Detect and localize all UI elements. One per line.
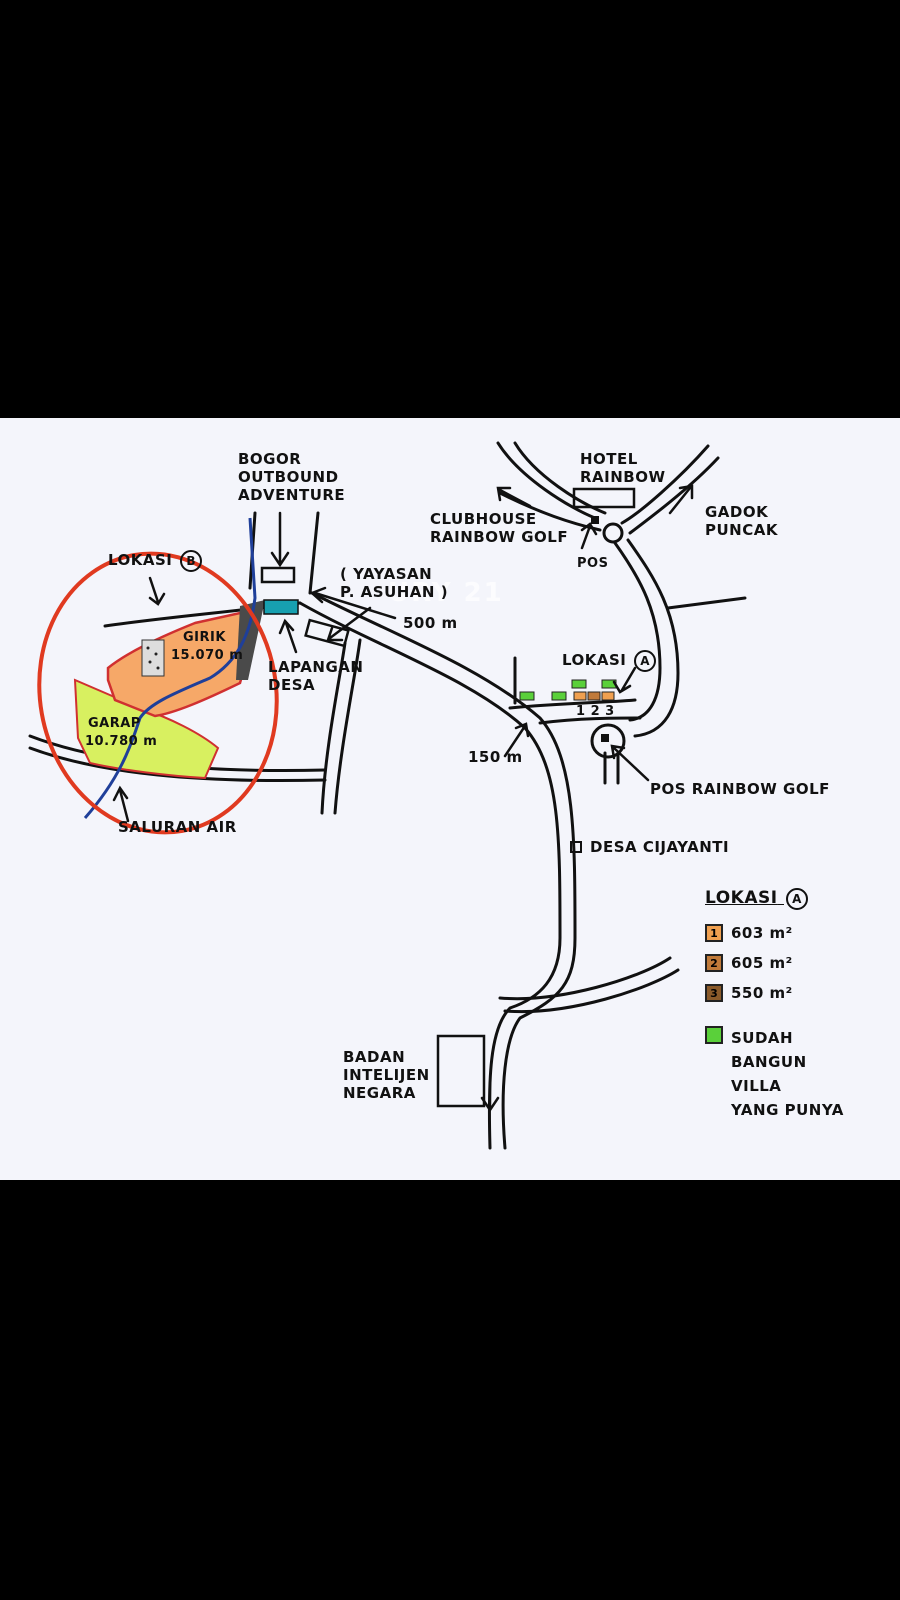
label-girik-area: 15.070 m: [171, 648, 244, 663]
pos-marker: [601, 734, 609, 742]
road-side-right: [666, 596, 747, 610]
road-lower-right-2: [503, 968, 680, 1014]
road-lower-right-1: [498, 956, 672, 1001]
watermark: URY 21: [388, 578, 504, 608]
main-road-left: [298, 601, 562, 1150]
legend-label-1: 603 m²: [731, 924, 793, 942]
legend-label-3: 550 m²: [731, 984, 793, 1002]
parcel-dark-strip: [236, 600, 265, 680]
road-lapangan-1: [320, 641, 347, 815]
plot-3: [601, 691, 615, 701]
plot-2: [587, 691, 601, 701]
label-lokasi-a: LOKASI A: [562, 650, 657, 672]
label-saluran-air: SALURAN AIR: [118, 818, 237, 836]
map-paper: URY 21 BOGOR OUTBOUND ADVENTURE HOTEL RA…: [0, 418, 900, 1180]
label-pos: POS: [577, 556, 609, 571]
arrow-lokasi-b: [148, 576, 166, 606]
bin-building: [436, 1034, 486, 1108]
label-lapangan: LAPANGAN DESA: [268, 658, 364, 694]
bogor-outbound-building: [260, 566, 296, 584]
road-lokasi-a-top: [508, 698, 637, 710]
label-500m: 500 m: [403, 614, 458, 632]
parcel-garap: [73, 678, 220, 780]
arrow-150: [503, 722, 530, 758]
lokasi-b-circle: [37, 551, 279, 835]
plot-green-3: [571, 679, 587, 689]
legend-swatch-2: 2: [705, 954, 723, 972]
label-desa-cijayanti: DESA CIJAYANTI: [590, 838, 730, 856]
legend-item-1: 1 603 m²: [705, 924, 793, 942]
arrow-lapangan: [278, 618, 298, 654]
label-lokasi-b: LOKASI B: [108, 550, 203, 572]
road-lokasi-a-bottom: [538, 716, 642, 725]
road-hotel-right: [513, 441, 607, 515]
arrow-clubhouse: [496, 486, 532, 508]
road-bogor-2: [308, 511, 320, 595]
legend: LOKASI A 1 603 m² 2 605 m² 3 550 m² SUDA…: [705, 888, 890, 1173]
label-clubhouse: CLUBHOUSE RAINBOW GOLF: [430, 510, 569, 546]
road-golf-right: [626, 538, 680, 738]
label-gadok-puncak: GADOK PUNCAK: [705, 503, 778, 539]
hotel-rainbow-building: [572, 487, 636, 509]
label-bin: BADAN INTELIJEN NEGARA: [343, 1048, 430, 1102]
arrow-pos-golf: [610, 744, 650, 782]
legend-title: LOKASI A: [705, 888, 808, 910]
saluran-air-river: [83, 517, 257, 819]
arrow-lokasi-a: [612, 666, 637, 694]
plot-green-1: [519, 691, 535, 701]
roundabout-hotel: [602, 522, 624, 544]
road-hotel-left: [496, 441, 597, 520]
label-150m: 150 m: [468, 748, 523, 766]
label-yayasan: ( YAYASAN P. ASUHAN ): [340, 565, 449, 601]
grave-area: [141, 639, 165, 677]
label-plot-numbers: 1 2 3: [576, 704, 615, 719]
legend-swatch-3: 3: [705, 984, 723, 1002]
arrow-yayasan: [326, 606, 372, 642]
arrow-bin: [480, 1081, 500, 1113]
legend-item-3: 3 550 m²: [705, 984, 793, 1002]
plot-1: [573, 691, 587, 701]
parcel-girik: [106, 611, 260, 718]
label-bogor-outbound: BOGOR OUTBOUND ADVENTURE: [238, 450, 346, 504]
road-gadok-2: [628, 456, 720, 535]
legend-swatch-green: [705, 1026, 723, 1044]
arrow-pos: [580, 522, 598, 550]
lokasi-a-plots: [519, 679, 617, 701]
pos-hotel-marker: [591, 516, 599, 524]
label-garap: GARAP: [88, 716, 141, 731]
label-girik: GIRIK: [183, 630, 226, 645]
road-lapangan-2: [333, 638, 362, 815]
road-bottom-left-2: [28, 746, 327, 783]
legend-swatch-1: 1: [705, 924, 723, 942]
legend-label-2: 605 m²: [731, 954, 793, 972]
arrow-bogor: [270, 511, 290, 568]
lapangan-desa-field: [263, 599, 299, 615]
arrow-gadok: [668, 484, 694, 515]
legend-item-green: SUDAH BANGUN VILLA YANG PUNYA: [705, 1026, 844, 1122]
label-pos-rainbow-golf: POS RAINBOW GOLF: [650, 780, 830, 798]
label-garap-area: 10.780 m: [85, 734, 158, 749]
yayasan-building: [304, 618, 350, 648]
main-road-right: [310, 591, 577, 1150]
road-golf-left: [613, 541, 662, 722]
arrow-500: [309, 586, 397, 620]
plot-green-2: [551, 691, 567, 701]
legend-item-2: 2 605 m²: [705, 954, 793, 972]
legend-label-green: SUDAH BANGUN VILLA YANG PUNYA: [731, 1029, 844, 1119]
cijayanti-marker: [570, 841, 582, 853]
hand-drawn-map: [28, 441, 747, 1150]
roundabout-golf: [590, 723, 626, 759]
label-hotel-rainbow: HOTEL RAINBOW: [580, 450, 666, 486]
road-gadok-1: [620, 444, 710, 525]
arrow-saluran: [112, 785, 130, 823]
